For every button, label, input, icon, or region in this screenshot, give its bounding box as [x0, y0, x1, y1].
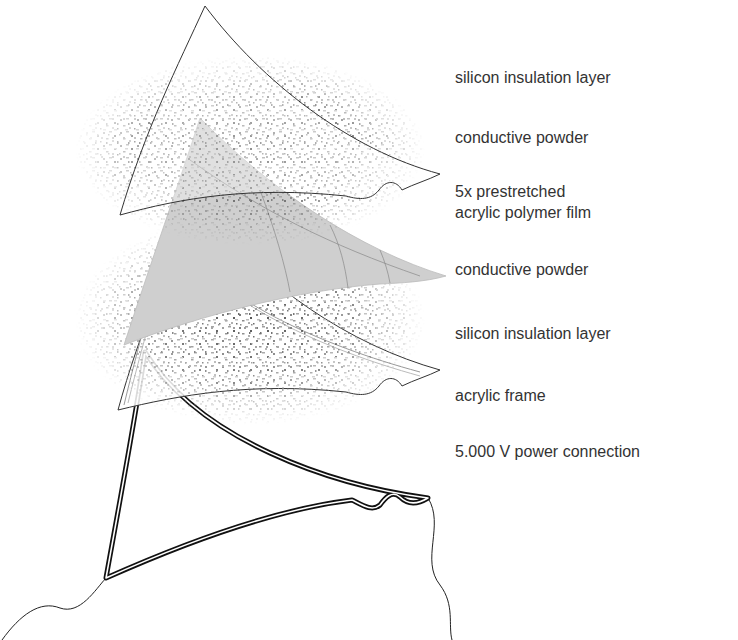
power-wire: [428, 498, 452, 640]
layer-label: 5x prestretched acrylic polymer film: [455, 181, 605, 223]
layer-label: silicon insulation layer: [455, 67, 611, 88]
layer-label: conductive powder: [455, 259, 588, 280]
power-wire: [2, 578, 106, 640]
layer-label: acrylic frame: [455, 385, 546, 406]
layer-label: conductive powder: [455, 127, 588, 148]
layer-label: silicon insulation layer: [455, 323, 611, 344]
layer-label: 5.000 V power connection: [455, 441, 640, 462]
silicon-layer: [120, 6, 440, 215]
